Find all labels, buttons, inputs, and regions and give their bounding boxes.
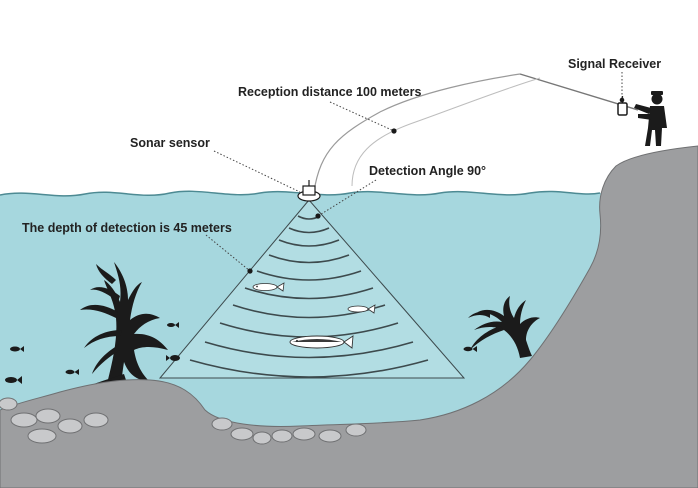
fish-small-top [252,282,285,292]
pebbles-middle [211,417,367,445]
fisherman-icon [634,91,667,146]
label-detection-angle: Detection Angle 90° [369,164,486,178]
small-dark-fish-group [5,322,477,384]
pebbles-left [0,397,109,444]
leader-dot-signal-receiver [619,97,625,103]
leader-detection-angle [317,179,377,217]
fishing-line [313,73,521,193]
leader-dot-detection-depth [247,268,253,274]
label-reception-distance: Reception distance 100 meters [238,85,421,99]
label-sonar-sensor: Sonar sensor [130,136,210,150]
label-signal-receiver: Signal Receiver [568,57,661,71]
sonar-cone [158,199,466,379]
leader-detection-depth [205,234,251,272]
leader-sonar-sensor [213,150,301,193]
sonar-rings [189,215,429,378]
leader-dot-reception-distance [391,128,397,134]
lakebed-terrain [0,145,698,488]
fish-medium [347,304,376,314]
leader-dot-detection-angle [315,213,321,219]
fishing-line-inner [351,77,541,187]
fish-large [289,335,354,349]
sonar-sensor-icon [297,180,321,202]
label-detection-depth: The depth of detection is 45 meters [22,221,232,235]
leader-reception-distance [329,101,395,132]
underwater-dead-tree-right [468,296,540,358]
